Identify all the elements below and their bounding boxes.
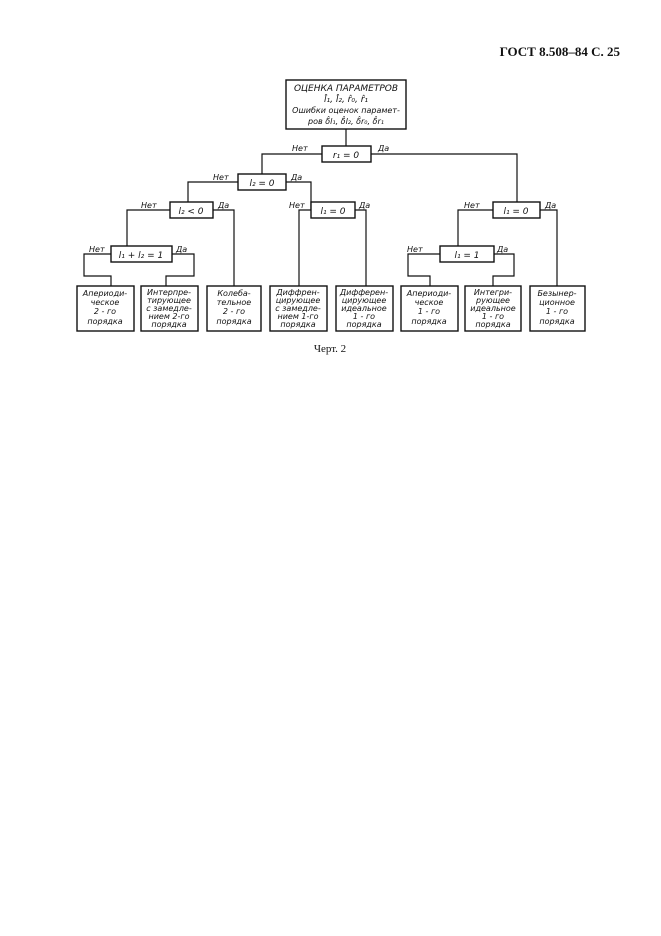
leaf-integrating-ideal-1st-order: Интегри- рующее идеальное 1 - го порядка <box>464 285 522 332</box>
svg-text:тирующее: тирующее <box>147 296 191 305</box>
svg-text:порядка: порядка <box>411 317 446 326</box>
svg-text:1 - го: 1 - го <box>418 307 440 316</box>
label-no: Нет <box>292 144 308 153</box>
svg-text:нием 1-го: нием 1-го <box>277 312 318 321</box>
decision-l1-one: l₁ = 1 Нет Да <box>407 245 508 263</box>
svg-text:ческое: ческое <box>91 298 120 307</box>
svg-text:1 - го: 1 - го <box>482 312 504 321</box>
svg-text:порядка: порядка <box>151 320 186 329</box>
svg-text:1 - го: 1 - го <box>353 312 375 321</box>
svg-text:Безынер-: Безынер- <box>537 289 576 298</box>
svg-text:тельное: тельное <box>217 298 252 307</box>
svg-text:Диффрен-: Диффрен- <box>275 288 319 297</box>
leaf-interpreting-delayed-2nd-order: Интерпре- тирующее с замедле- нием 2-го … <box>140 285 199 332</box>
svg-text:порядка: порядка <box>216 317 251 326</box>
label-yes: Да <box>358 201 370 210</box>
root-node: ОЦЕНКА ПАРАМЕТРОВ l̂₁, l̂₂, r̂₀, r̂₁ Оши… <box>285 79 407 130</box>
svg-text:Интегри-: Интегри- <box>474 288 512 297</box>
svg-text:l₂ = 0: l₂ = 0 <box>249 179 274 189</box>
svg-text:с замедле-: с замедле- <box>146 304 192 313</box>
label-yes: Да <box>290 173 302 182</box>
svg-text:l₂ < 0: l₂ < 0 <box>178 207 203 217</box>
root-line-3: Ошибки оценок парамет- <box>292 106 400 115</box>
svg-text:идеальное: идеальное <box>341 304 387 313</box>
root-line-2: l̂₁, l̂₂, r̂₀, r̂₁ <box>324 93 369 105</box>
svg-text:ционное: ционное <box>539 298 575 307</box>
leaf-inertialess-1st-order: Безынер- ционное 1 - го порядка <box>529 285 586 332</box>
svg-text:2 - го: 2 - го <box>94 307 116 316</box>
figure-caption: Черт. 2 <box>313 343 347 355</box>
svg-text:ческое: ческое <box>415 298 444 307</box>
label-no: Нет <box>213 173 229 182</box>
svg-text:порядка: порядка <box>346 320 381 329</box>
svg-text:рующее: рующее <box>475 296 510 305</box>
svg-text:Апериоди-: Апериоди- <box>406 289 452 298</box>
decision-r1: r₁ = 0 Нет Да <box>292 144 389 163</box>
svg-text:порядка: порядка <box>87 317 122 326</box>
decision-l2-negative: l₂ < 0 Нет Да <box>141 201 229 219</box>
svg-text:l₁ = 1: l₁ = 1 <box>454 251 479 261</box>
svg-text:цирующее: цирующее <box>342 296 387 305</box>
svg-text:1 - го: 1 - го <box>546 307 568 316</box>
label-yes: Да <box>496 245 508 254</box>
decision-l1-zero-left: l₁ = 0 Нет Да <box>289 201 370 219</box>
leaf-oscillating-2nd-order: Колеба- тельное 2 - го порядка <box>206 285 262 332</box>
label-yes: Да <box>377 144 389 153</box>
svg-text:Интерпре-: Интерпре- <box>147 288 191 297</box>
svg-text:нием 2-го: нием 2-го <box>148 312 189 321</box>
leaf-differentiating-ideal-1st-order: Дифферен- цирующее идеальное 1 - го поря… <box>335 285 394 332</box>
label-no: Нет <box>464 201 480 210</box>
label-no: Нет <box>289 201 305 210</box>
decision-l1-zero-right: l₁ = 0 Нет Да <box>464 201 556 219</box>
svg-text:Дифферен-: Дифферен- <box>339 288 388 297</box>
decision-l1-plus-l2: l₁ + l₂ = 1 Нет Да <box>89 245 187 263</box>
svg-text:порядка: порядка <box>475 320 510 329</box>
svg-text:порядка: порядка <box>539 317 574 326</box>
svg-text:l₁ = 0: l₁ = 0 <box>503 207 528 217</box>
svg-text:2 - го: 2 - го <box>223 307 245 316</box>
label-yes: Да <box>544 201 556 210</box>
svg-text:идеальное: идеальное <box>470 304 516 313</box>
decision-l2-zero: l₂ = 0 Нет Да <box>213 173 302 191</box>
svg-text:порядка: порядка <box>280 320 315 329</box>
svg-text:r₁ = 0: r₁ = 0 <box>333 151 360 161</box>
svg-text:цирующее: цирующее <box>276 296 321 305</box>
leaf-differentiating-delayed-1st-order: Диффрен- цирующее с замедле- нием 1-го п… <box>269 285 328 332</box>
page-header: ГОСТ 8.508–84 С. 25 <box>499 44 620 59</box>
svg-text:l₁ + l₂ = 1: l₁ + l₂ = 1 <box>119 251 163 261</box>
svg-text:Апериоди-: Апериоди- <box>82 289 128 298</box>
label-yes: Да <box>217 201 229 210</box>
label-yes: Да <box>175 245 187 254</box>
root-line-4: ров δ̂l₁, δ̂l₂, δ̂r₀, δ̂r₁ <box>307 115 384 126</box>
label-no: Нет <box>407 245 423 254</box>
root-line-1: ОЦЕНКА ПАРАМЕТРОВ <box>294 84 398 94</box>
svg-text:с замедле-: с замедле- <box>275 304 321 313</box>
label-no: Нет <box>141 201 157 210</box>
decision-tree-diagram: ОЦЕНКА ПАРАМЕТРОВ l̂₁, l̂₂, r̂₀, r̂₁ Оши… <box>76 79 586 332</box>
leaf-aperiodic-1st-order: Апериоди- ческое 1 - го порядка <box>400 285 459 332</box>
label-no: Нет <box>89 245 105 254</box>
svg-text:Колеба-: Колеба- <box>217 289 250 298</box>
leaf-aperiodic-2nd-order: Апериоди- ческое 2 - го порядка <box>76 285 135 332</box>
svg-text:l₁ = 0: l₁ = 0 <box>320 207 345 217</box>
